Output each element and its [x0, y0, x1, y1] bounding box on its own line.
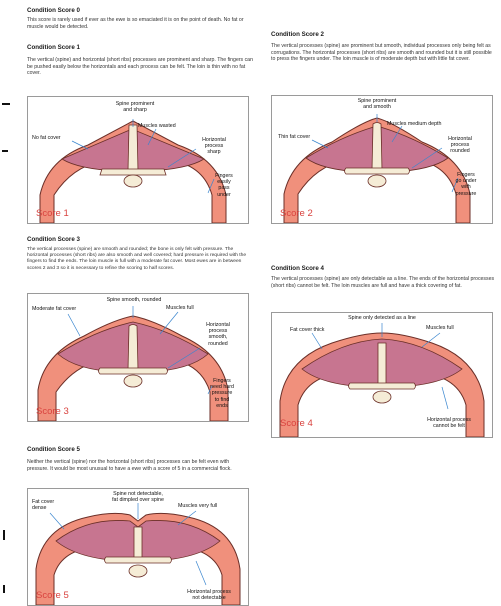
section-title-score-3: Condition Score 3 [27, 236, 80, 243]
diagram-panel-score-1: Spine prominent and sharp No fat cover M… [27, 96, 249, 224]
label-muscles: Muscles full [166, 305, 194, 311]
label-horizontal-process: Horizontal process sharp [194, 137, 234, 156]
section-title-score-2: Condition Score 2 [271, 31, 324, 38]
diagram-panel-score-3: Spine smooth, rounded Moderate fat cover… [27, 293, 249, 422]
label-horizontal-process: Horizontal process cannot be felt [414, 417, 484, 429]
label-muscles: Muscles full [426, 325, 454, 331]
label-muscles: Muscles very full [178, 503, 217, 509]
label-horizontal-process: Horizontal process smooth, rounded [196, 322, 240, 347]
section-title-score-1: Condition Score 1 [27, 44, 80, 51]
label-muscles: Muscles wasted [138, 123, 176, 129]
cross-section-diagram [272, 96, 492, 223]
label-fingers: Fingers go under with pressure [444, 172, 488, 197]
cross-section-diagram [28, 97, 248, 223]
label-fingers: Fingers need hard pressure to find ends [200, 378, 244, 409]
label-fat-cover: Fat cover thick [290, 327, 324, 333]
score-label: Score 5 [36, 590, 69, 601]
label-spine: Spine prominent and smooth [342, 98, 412, 110]
section-desc-score-0: This score is rarely used if ever as the… [27, 17, 252, 30]
section-desc-score-4: The vertical processes (spine) are only … [271, 276, 496, 289]
margin-mark [3, 585, 5, 593]
label-fingers: Fingers easily pass under [204, 173, 244, 198]
section-desc-score-3: The vertical processes (spine) are smoot… [27, 247, 250, 272]
section-desc-score-2: The vertical processes (spine) are promi… [271, 43, 496, 63]
score-label: Score 4 [280, 418, 313, 429]
score-label: Score 1 [36, 208, 69, 219]
section-title-score-0: Condition Score 0 [27, 7, 80, 14]
diagram-panel-score-4: Spine only detected as a line Fat cover … [271, 312, 493, 438]
label-muscles: Muscles medium depth [387, 121, 441, 127]
margin-mark [2, 150, 8, 152]
margin-mark [2, 103, 10, 105]
label-fat-cover: Fat cover dense [32, 499, 54, 511]
label-fat-cover: Moderate fat cover [32, 306, 76, 312]
diagram-panel-score-2: Spine prominent and smooth Thin fat cove… [271, 95, 493, 224]
label-horizontal-process: Horizontal process not detectable [174, 589, 244, 601]
label-horizontal-process: Horizontal process rounded [440, 136, 480, 155]
label-spine: Spine prominent and sharp [100, 101, 170, 113]
section-desc-score-1: The vertical (spine) and horizontal (sho… [27, 57, 257, 77]
label-spine: Spine smooth, rounded [86, 297, 182, 303]
diagram-panel-score-5: Spine not detectable, fat dimpled over s… [27, 488, 249, 606]
section-desc-score-5: Neither the vertical (spine) nor the hor… [27, 459, 247, 472]
label-spine: Spine only detected as a line [328, 315, 436, 321]
section-title-score-4: Condition Score 4 [271, 265, 324, 272]
label-fat-cover: Thin fat cover [278, 134, 310, 140]
score-label: Score 2 [280, 208, 313, 219]
score-label: Score 3 [36, 406, 69, 417]
label-spine: Spine not detectable, fat dimpled over s… [88, 491, 188, 503]
label-fat-cover: No fat cover [32, 135, 61, 141]
section-title-score-5: Condition Score 5 [27, 446, 80, 453]
margin-mark [3, 530, 5, 540]
